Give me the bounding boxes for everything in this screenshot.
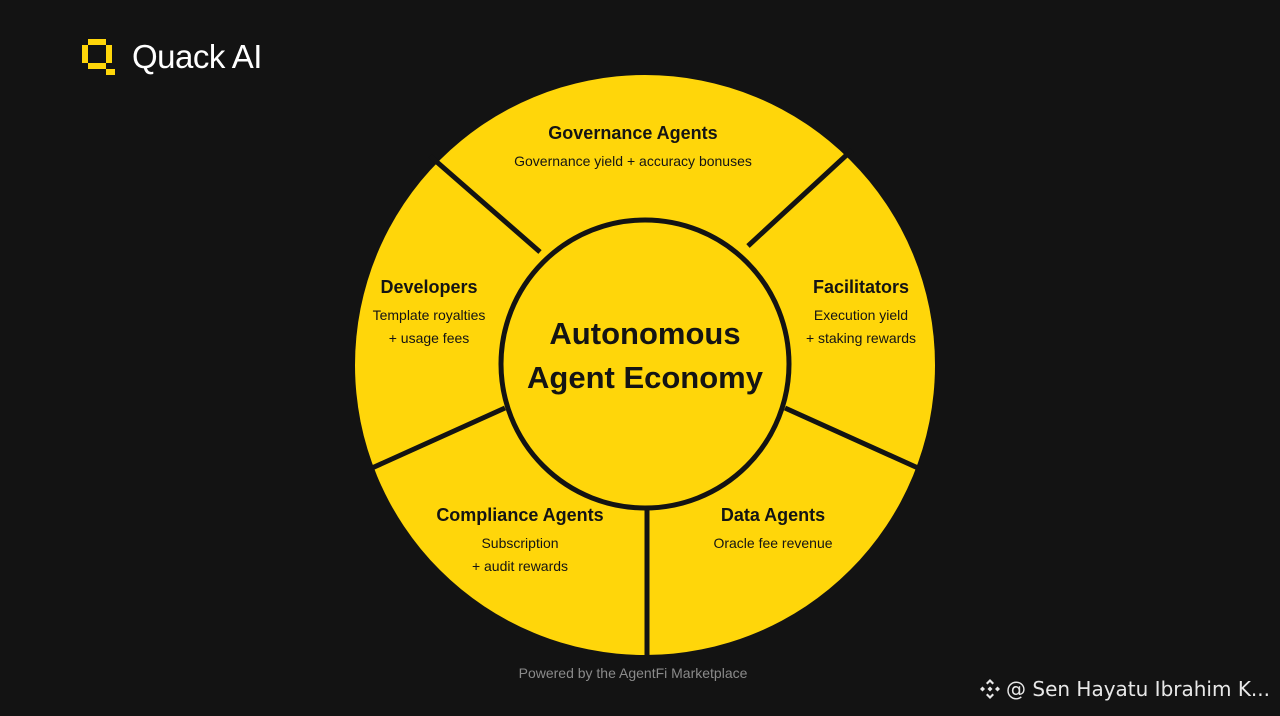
segment-desc: Subscription [481,535,559,551]
divider-line [746,148,854,248]
segment-developers: Developers Template royalties + usage fe… [373,277,486,350]
divider-line [783,405,920,471]
segment-title: Compliance Agents [436,505,604,525]
binance-icon [980,679,1001,699]
segment-data-agents: Data Agents Oracle fee revenue [713,505,832,555]
credit-watermark: @ Sen Hayatu Ibrahim K... [978,677,1270,701]
credit-text: @ Sen Hayatu Ibrahim K... [1006,677,1270,701]
segment-desc: Governance yield + accuracy bonuses [514,153,752,169]
inner-circle [498,217,792,511]
segment-title: Data Agents [720,505,826,525]
segment-desc: Execution yield [813,307,909,323]
brand-logo: Quack AI [82,38,262,76]
segment-desc: + staking rewards [805,330,917,346]
divider-line [370,405,507,471]
divider-line [428,154,542,254]
center-line-2: Agent Economy [527,360,763,395]
quack-logo-icon [82,39,115,75]
footer-text: Powered by the AgentFi Marketplace [518,665,748,681]
segment-desc: Oracle fee revenue [713,535,833,551]
segment-governance-agents: Governance Agents Governance yield + acc… [514,123,752,173]
segment-title: Governance Agents [548,123,718,143]
segment-title: Facilitators [812,277,910,297]
segment-desc: Template royalties [372,307,486,323]
segment-title: Developers [380,277,478,297]
segment-facilitators: Facilitators Execution yield + staking r… [806,277,916,350]
segment-desc: + usage fees [388,330,470,346]
segment-compliance-agents: Compliance Agents Subscription + audit r… [436,505,603,578]
center-line-1: Autonomous [549,316,741,351]
center-title: Autonomous Agent Economy [527,312,763,400]
segment-desc: + audit rewards [471,558,569,574]
brand-name: Quack AI [132,38,262,75]
